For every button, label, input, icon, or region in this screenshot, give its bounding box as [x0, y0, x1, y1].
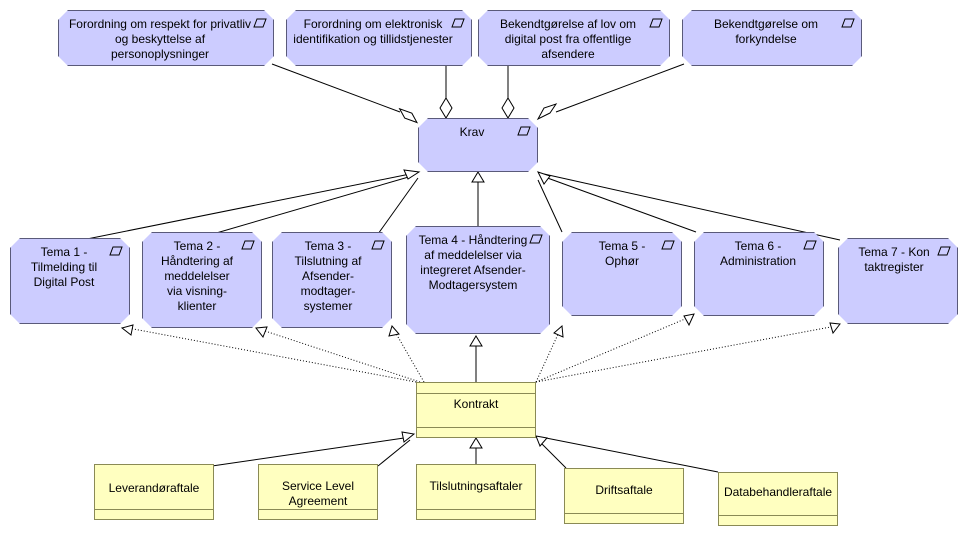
parallelogram-icon — [649, 18, 663, 28]
aggregation-line — [271, 63, 401, 113]
specialization-line — [539, 441, 567, 469]
contract-label: Driftsaftale — [595, 483, 653, 497]
contract-separator — [719, 515, 837, 516]
contract-databehandleraftale[interactable]: Databehandleraftale — [718, 472, 838, 526]
specialization-arrowhead — [469, 335, 483, 347]
contract-leverandoraftale[interactable]: Leverandøraftale — [94, 464, 214, 520]
realization-arrowhead — [255, 326, 268, 338]
specialization-arrowhead — [403, 169, 421, 180]
specialization-line — [377, 439, 411, 467]
parallelogram-icon — [841, 18, 855, 28]
contract-separator — [417, 393, 535, 394]
parallelogram-icon — [529, 234, 543, 244]
specialization-line — [211, 437, 405, 467]
requirement-label: Tema 2 - Håndtering af meddelelser via v… — [160, 239, 234, 313]
requirement-tema-1[interactable]: Tema 1 - Tilmelding til Digital Post — [10, 238, 130, 324]
realization-arrowhead — [388, 324, 400, 337]
requirement-label: Tema 1 - Tilmelding til Digital Post — [30, 245, 98, 289]
realization-arrowhead — [829, 322, 841, 335]
realization-line — [127, 327, 417, 383]
requirement-tema-4[interactable]: Tema 4 - Håndtering af meddelelser via i… — [406, 226, 550, 334]
contract-label: Service Level Agreement — [281, 479, 355, 508]
parallelogram-icon — [451, 18, 465, 28]
contract-separator — [417, 509, 535, 510]
parallelogram-icon — [241, 240, 255, 250]
requirement-label: Tema 4 - Håndtering af meddelelser via i… — [418, 233, 528, 292]
specialization-line — [541, 175, 697, 233]
contract-separator — [565, 513, 683, 514]
realization-line — [535, 325, 837, 383]
contract-service-level-agreement[interactable]: Service Level Agreement — [258, 464, 378, 520]
specialization-line — [71, 173, 411, 243]
realization-line — [535, 329, 561, 383]
specialization-line — [543, 173, 841, 241]
requirement-label: Bekendtgørelse af lov om digital post fr… — [499, 17, 637, 61]
requirement-tema-2[interactable]: Tema 2 - Håndtering af meddelelser via v… — [142, 232, 262, 328]
requirement-label: Forordning om elektronisk identifikation… — [293, 17, 453, 46]
aggregation-diamond — [439, 97, 453, 119]
realization-line — [261, 329, 421, 383]
specialization-arrowhead — [535, 435, 548, 447]
requirement-label: Tema 5 - Ophør — [598, 239, 646, 268]
contract-label: Databehandleraftale — [723, 485, 833, 499]
contract-kontrakt[interactable]: Kontrakt — [416, 382, 536, 438]
requirement-krav[interactable]: Krav — [418, 118, 538, 172]
requirement-label: Bekendtgørelse om forkyndelse — [713, 17, 819, 46]
parallelogram-icon — [661, 240, 675, 250]
aggregation-diamond — [536, 103, 558, 121]
specialization-arrowhead — [537, 171, 551, 185]
aggregation-diamond — [398, 107, 419, 124]
requirement-tema-7[interactable]: Tema 7 - Kontaktregister — [838, 238, 958, 324]
realization-line — [535, 315, 693, 383]
specialization-line — [377, 177, 419, 235]
parallelogram-icon — [517, 126, 531, 136]
contract-separator — [417, 427, 535, 428]
contract-label: Kontrakt — [453, 397, 499, 411]
requirement-bekendtgorelse-digital-post[interactable]: Bekendtgørelse af lov om digital post fr… — [478, 10, 670, 66]
realization-line — [393, 329, 425, 383]
contract-label: Leverandøraftale — [108, 481, 200, 495]
requirement-bekendtgorelse-forkyndelse[interactable]: Bekendtgørelse om forkyndelse — [682, 10, 862, 66]
requirement-forordning-elektronisk[interactable]: Forordning om elektronisk identifikation… — [286, 10, 472, 66]
specialization-arrowhead — [401, 431, 416, 443]
specialization-line — [545, 437, 719, 473]
contract-separator — [95, 509, 213, 510]
specialization-arrowhead — [469, 437, 483, 449]
contract-separator — [259, 509, 377, 510]
realization-arrowhead — [683, 313, 695, 327]
contract-driftsaftale[interactable]: Driftsaftale — [564, 468, 684, 524]
requirement-label: Tema 7 - Kontaktregister — [858, 245, 930, 274]
realization-arrowhead — [120, 324, 134, 336]
requirement-label: Forordning om respekt for privatliv og b… — [68, 17, 252, 61]
parallelogram-icon — [253, 18, 267, 28]
parallelogram-icon — [937, 246, 951, 256]
specialization-arrowhead — [471, 171, 485, 183]
requirement-tema-6[interactable]: Tema 6 - Administration — [694, 232, 824, 316]
specialization-line — [537, 179, 563, 233]
requirement-label: Krav — [459, 125, 485, 139]
requirement-label: Tema 6 - Administration — [719, 239, 797, 268]
requirement-label: Tema 3 - Tilslutning af Afsender-modtage… — [294, 239, 362, 313]
contract-tilslutningsaftaler[interactable]: Tilslutningsaftaler — [416, 464, 536, 520]
parallelogram-icon — [371, 240, 385, 250]
aggregation-line — [555, 63, 685, 113]
parallelogram-icon — [109, 246, 123, 256]
parallelogram-icon — [803, 240, 817, 250]
contract-label: Tilslutningsaftaler — [429, 479, 523, 493]
specialization-line — [205, 175, 413, 237]
requirement-tema-3[interactable]: Tema 3 - Tilslutning af Afsender-modtage… — [272, 232, 392, 328]
requirement-tema-5[interactable]: Tema 5 - Ophør — [562, 232, 682, 316]
realization-arrowhead — [553, 324, 564, 338]
requirement-forordning-privatliv[interactable]: Forordning om respekt for privatliv og b… — [58, 10, 274, 66]
aggregation-diamond — [501, 97, 515, 119]
